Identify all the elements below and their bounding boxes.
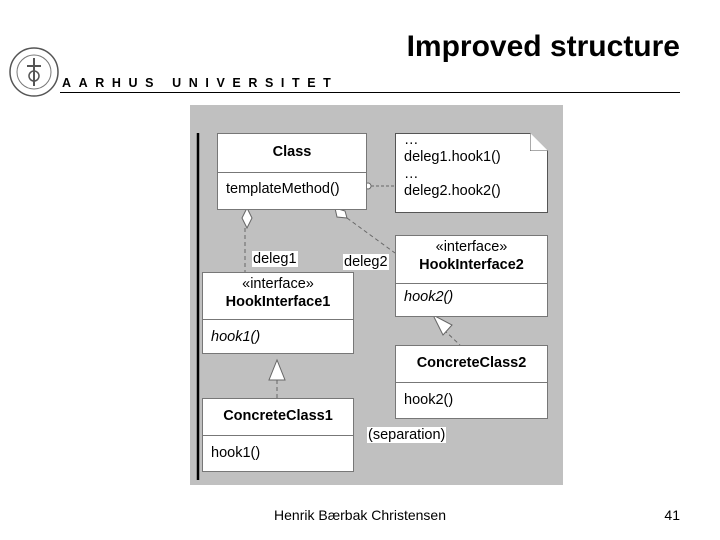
- concrete-class2-name: ConcreteClass2: [416, 355, 527, 371]
- concrete-class2-method: hook2(): [404, 392, 454, 408]
- deleg2-association: [346, 217, 396, 254]
- page-number: 41: [664, 507, 680, 523]
- hook-interface2-name: HookInterface2: [419, 257, 524, 273]
- hook-interface1-method: hook1(): [211, 329, 261, 345]
- note-line-2: deleg1.hook1(): [404, 149, 501, 165]
- deleg1-diamond: [241, 206, 253, 230]
- hook-interface1-stereotype: «interface»: [242, 276, 314, 292]
- footer-author: Henrik Bærbak Christensen: [274, 507, 446, 523]
- hook-interface2-method: hook2(): [404, 289, 454, 305]
- concrete-class1-box: ConcreteClass1 hook1(): [202, 398, 354, 472]
- hook-interface1-box: «interface» HookInterface1 hook1(): [202, 272, 354, 354]
- role-label-deleg1: deleg1: [252, 251, 298, 267]
- separation-label: (separation): [367, 427, 447, 443]
- note-line-3: …: [404, 166, 419, 182]
- diagram-connectors: [196, 133, 461, 480]
- note-line-4: deleg2.hook2(): [404, 183, 501, 199]
- hook-interface1-name: HookInterface1: [225, 294, 331, 310]
- university-seal-icon: [9, 47, 59, 97]
- concrete-class1-name: ConcreteClass1: [223, 408, 333, 424]
- university-name: AARHUS UNIVERSITET: [62, 76, 339, 90]
- uml-diagram: Class templateMethod() … deleg1.hook1() …: [190, 105, 563, 485]
- class-method: templateMethod(): [226, 181, 340, 197]
- class-name: Class: [272, 144, 312, 160]
- role-label-deleg2: deleg2: [343, 254, 389, 270]
- note-fold-icon: [530, 133, 548, 151]
- note-line-1: …: [404, 132, 419, 148]
- cc1-realization-arrow: [268, 358, 286, 381]
- note-box: … deleg1.hook1() … deleg2.hook2(): [395, 132, 548, 213]
- concrete-class2-box: ConcreteClass2 hook2(): [395, 345, 548, 419]
- cc2-realization: [443, 329, 461, 346]
- concrete-class1-method: hook1(): [211, 445, 261, 461]
- deleg2-diamond: [334, 207, 348, 219]
- hook-interface2-stereotype: «interface»: [435, 239, 508, 255]
- header-rule: [60, 92, 680, 93]
- class-box: Class templateMethod(): [217, 133, 367, 210]
- cc2-realization-arrow: [431, 313, 453, 336]
- hook-interface2-box: «interface» HookInterface2 hook2(): [395, 235, 548, 317]
- slide-title: Improved structure: [406, 30, 680, 63]
